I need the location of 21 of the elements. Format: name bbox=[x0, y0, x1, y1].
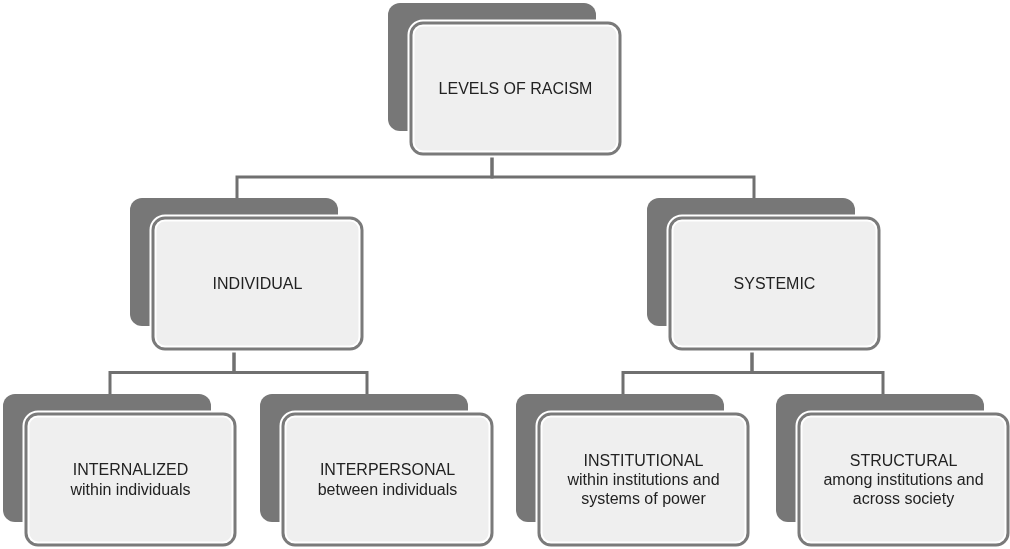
connector-line bbox=[490, 156, 756, 198]
stacked-card bbox=[3, 394, 237, 547]
stacked-card bbox=[516, 394, 750, 547]
card-description: among institutions and across society bbox=[822, 469, 985, 509]
stacked-card bbox=[647, 198, 881, 351]
stacked-card bbox=[260, 394, 494, 547]
card-description: within individuals bbox=[70, 479, 191, 499]
stacked-card bbox=[776, 394, 1010, 547]
card-description: within institutions and systems of power bbox=[566, 469, 721, 509]
card-title: INSTITUTIONAL bbox=[583, 450, 704, 470]
card-title: INTERPERSONAL bbox=[319, 460, 456, 480]
connector-line bbox=[750, 351, 885, 394]
card-description: between individuals bbox=[317, 479, 458, 499]
card-title: INDIVIDUAL bbox=[212, 273, 303, 294]
stacked-card bbox=[130, 198, 364, 351]
card-title: SYSTEMIC bbox=[733, 273, 816, 294]
connector-line bbox=[232, 351, 369, 394]
stacked-card bbox=[388, 3, 622, 156]
card-title: INTERNALIZED bbox=[72, 460, 189, 480]
card-title: LEVELS OF RACISM bbox=[438, 78, 593, 99]
card-title: STRUCTURAL bbox=[849, 450, 958, 470]
